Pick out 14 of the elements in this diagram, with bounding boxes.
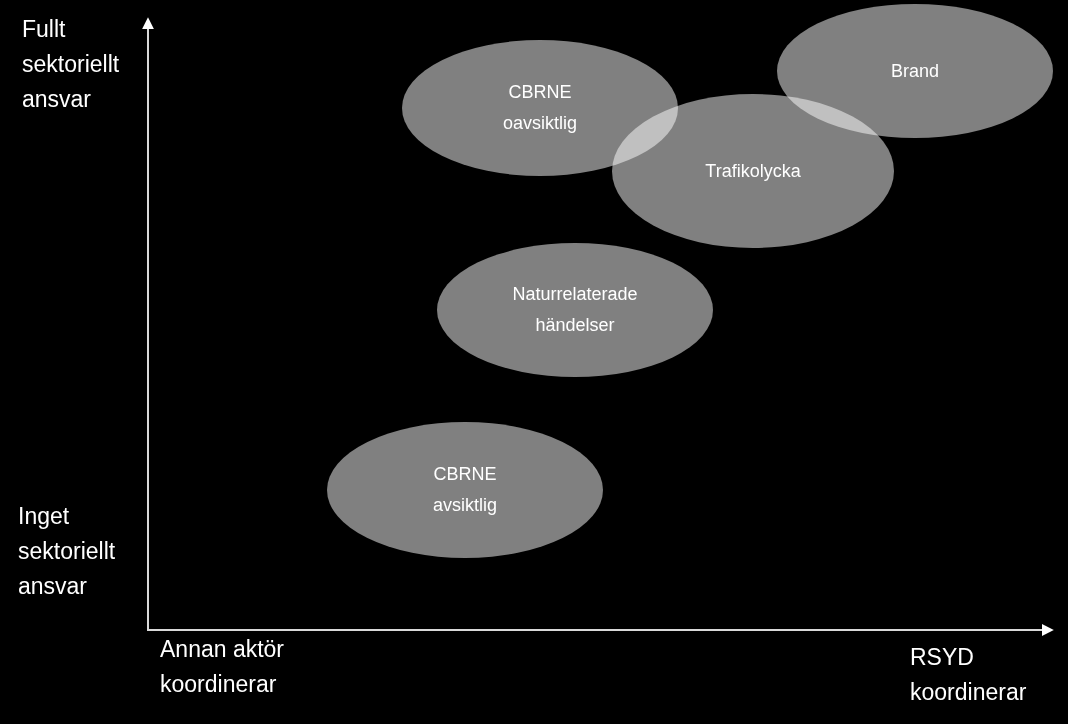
axis-label: Fullt sektoriellt ansvar [22,15,120,114]
category-label: CBRNE oavsiktlig [503,81,577,135]
category-label: Naturrelaterade händelser [512,283,638,337]
category-ellipse [327,422,603,558]
category-ellipse [777,4,1053,138]
category-ellipse [437,243,713,377]
category-label: CBRNE avsiktlig [433,463,497,517]
category-label: Trafikolycka [705,159,801,183]
axis-label: Inget sektoriellt ansvar [18,502,116,601]
category-label: Brand [890,59,939,83]
category-ellipse [612,94,894,248]
axis-label: RSYD koordinerar [910,643,1027,707]
axis-label: Annan aktör koordinerar [160,635,286,699]
category-ellipse [402,40,678,176]
